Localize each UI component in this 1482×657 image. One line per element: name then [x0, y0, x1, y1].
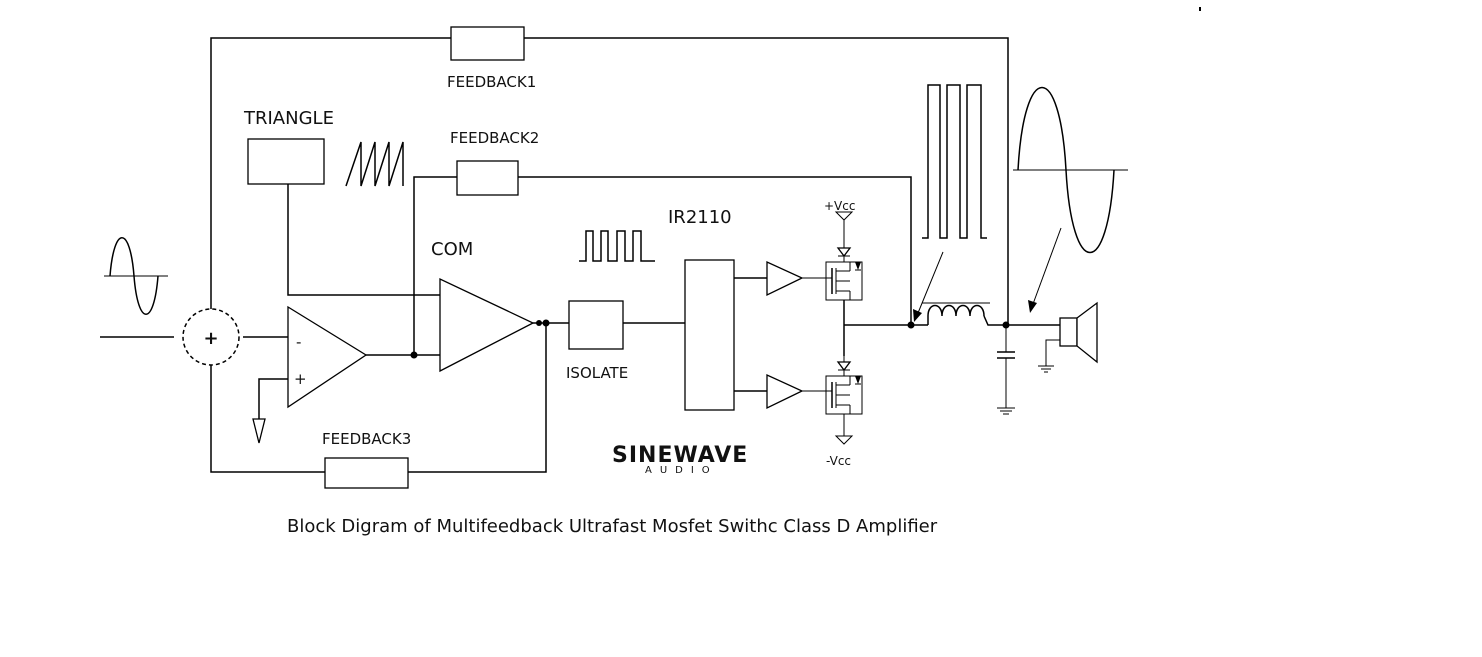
ir2110-label: IR2110	[668, 207, 732, 228]
feedback1-resistor	[450, 26, 525, 61]
com-label: COM	[431, 239, 473, 260]
isolate-box	[568, 300, 624, 350]
opamp-plus-sign: +	[294, 370, 307, 388]
stray-mark	[1199, 7, 1201, 11]
pwm-waveform	[579, 230, 655, 262]
switching-output-waveform	[922, 84, 987, 239]
ir2110-box	[684, 259, 735, 411]
comparator: COM	[431, 239, 535, 373]
plus-vcc-label: +Vcc	[824, 199, 855, 213]
feedback3-resistor	[324, 457, 409, 489]
triangle-generator-box	[247, 138, 325, 185]
summing-junction: +	[182, 308, 240, 366]
high-side-gate-driver	[734, 260, 804, 297]
opamp-minus-sign: -	[296, 333, 301, 351]
summer-plus-sign: +	[203, 328, 218, 349]
feedback2-resistor	[456, 160, 519, 196]
error-opamp: - +	[252, 305, 368, 444]
sinewave-audio-logo: SINEWAVE AUDIO	[612, 443, 748, 476]
ir2110-driver: IR2110	[668, 207, 735, 411]
logo-main-text: SINEWAVE	[612, 443, 748, 468]
triangle-waveform	[345, 141, 404, 187]
arrow-to-speaker-node	[1028, 227, 1062, 313]
high-side-mosfet: +Vcc	[802, 199, 863, 301]
speaker	[1038, 301, 1098, 373]
output-sine-wave	[1013, 87, 1128, 253]
isolate-label: ISOLATE	[566, 364, 628, 382]
feedback1-label: FEEDBACK1	[447, 73, 536, 91]
logo-sub-text: AUDIO	[645, 465, 718, 476]
minus-vcc-label: -Vcc	[826, 454, 851, 468]
ground-symbol	[252, 418, 266, 444]
output-inductor	[922, 302, 1060, 326]
feedback2-loop: FEEDBACK2	[413, 129, 912, 355]
isolate-block: ISOLATE	[566, 300, 628, 382]
input-sine-wave	[104, 237, 168, 315]
diagram-caption: Block Digram of Multifeedback Ultrafast …	[287, 516, 938, 537]
feedback1-loop: FEEDBACK1	[210, 26, 1009, 325]
triangle-generator: TRIANGLE	[243, 108, 440, 296]
output-capacitor	[997, 325, 1015, 415]
feedback2-label: FEEDBACK2	[450, 129, 539, 147]
feedback3-label: FEEDBACK3	[322, 430, 411, 448]
feedback3-loop: FEEDBACK3	[210, 323, 547, 489]
low-side-mosfet: -Vcc	[802, 356, 863, 468]
low-side-gate-driver	[734, 373, 804, 410]
triangle-label: TRIANGLE	[243, 108, 334, 129]
